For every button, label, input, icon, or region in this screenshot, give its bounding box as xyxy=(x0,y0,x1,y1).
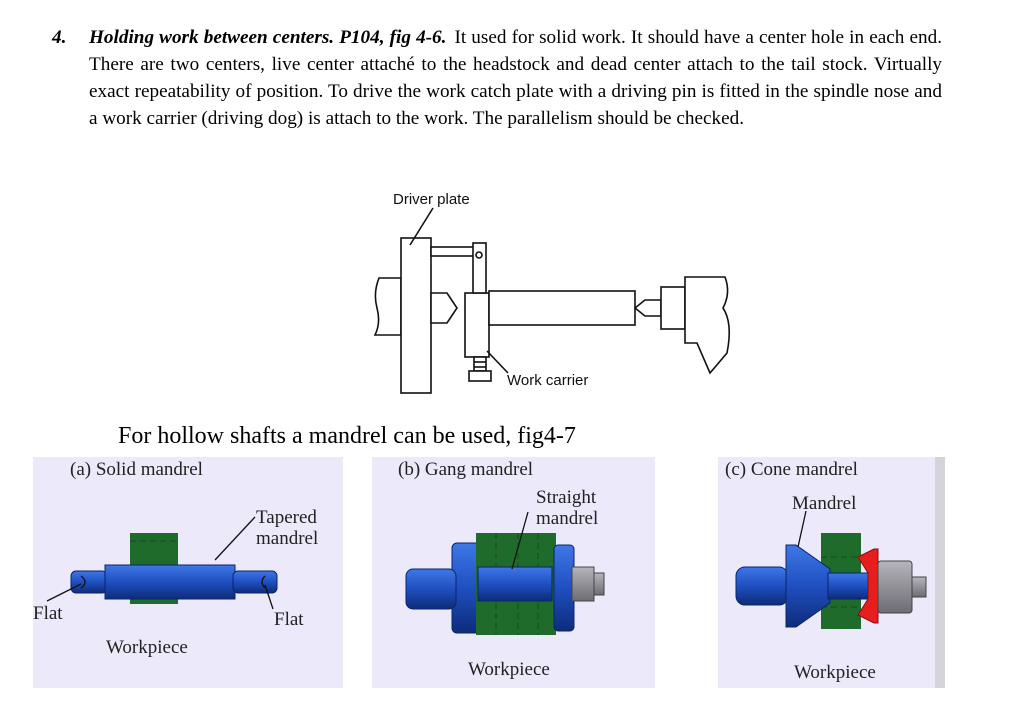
figure-work-between-centers: Driver plate Work carrier xyxy=(365,183,755,401)
gang-mandrel-drawing: (b) Gang mandrel Straight mandrel Workpi… xyxy=(398,459,605,680)
paragraph-item-4: 4. Holding work between centers. P104, f… xyxy=(52,24,942,132)
paragraph-text: It used for solid work. It should have a… xyxy=(89,27,942,129)
label-mandrel-b: mandrel xyxy=(536,508,598,529)
centers-drawing: Driver plate Work carrier xyxy=(373,191,731,394)
label-driver-plate: Driver plate xyxy=(393,191,470,208)
label-tapered: Tapered xyxy=(256,507,317,528)
label-workpiece-c: Workpiece xyxy=(794,662,876,683)
solid-mandrel-drawing: (a) Solid mandrel Tapered mandrel Flat F… xyxy=(33,459,318,658)
panel-b-title: (b) Gang mandrel xyxy=(398,459,533,480)
paragraph-heading: Holding work between centers. P104, fig … xyxy=(89,27,447,48)
label-flat-left: Flat xyxy=(33,603,63,624)
panel-a-title: (a) Solid mandrel xyxy=(70,459,203,480)
mandrel-caption: For hollow shafts a mandrel can be used,… xyxy=(118,423,576,449)
label-mandrel-c: Mandrel xyxy=(792,493,856,514)
panel-edge-strip xyxy=(935,457,945,688)
label-workpiece-b: Workpiece xyxy=(468,659,550,680)
panel-gang-mandrel: (b) Gang mandrel Straight mandrel Workpi… xyxy=(372,457,655,688)
panel-cone-mandrel: (c) Cone mandrel Mandrel Workpiece xyxy=(718,457,945,688)
cone-mandrel-drawing: (c) Cone mandrel Mandrel Workpiece xyxy=(725,459,927,683)
panel-c-title: (c) Cone mandrel xyxy=(725,459,858,480)
label-straight: Straight xyxy=(536,487,597,508)
label-flat-right: Flat xyxy=(274,609,304,630)
label-mandrel-a: mandrel xyxy=(256,528,318,549)
item-number: 4. xyxy=(52,27,67,48)
label-work-carrier: Work carrier xyxy=(507,372,588,389)
label-workpiece-a: Workpiece xyxy=(106,637,188,658)
panel-solid-mandrel: (a) Solid mandrel Tapered mandrel Flat F… xyxy=(33,457,343,688)
paragraph-body: Holding work between centers. P104, fig … xyxy=(89,24,942,132)
